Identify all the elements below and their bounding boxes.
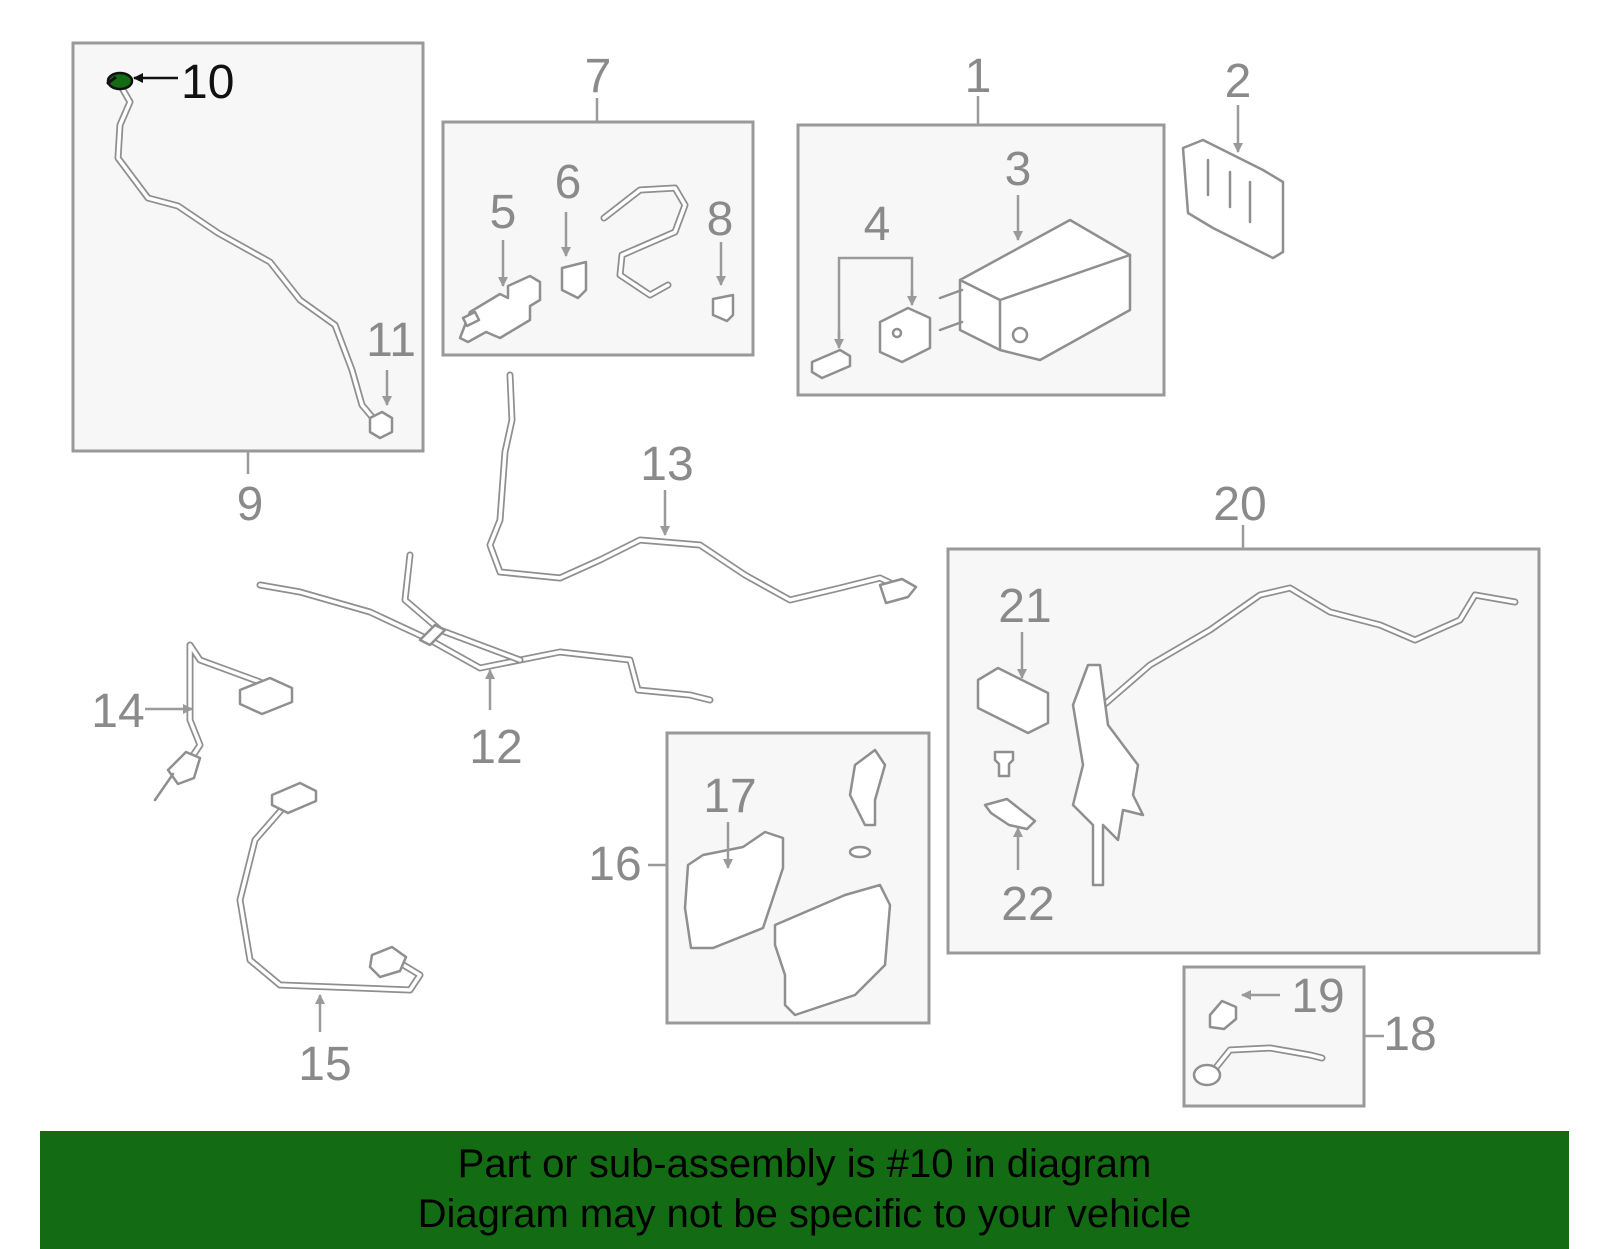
part-13-tube: [486, 371, 918, 605]
part-15-oxygen-sensor: [236, 781, 424, 994]
callout-13: 13: [640, 438, 693, 491]
part-2-bracket: [1181, 138, 1285, 260]
part-17-shield: [683, 830, 785, 950]
part-18-hose: [1192, 1044, 1326, 1087]
callout-10: 10: [181, 56, 234, 109]
callout-14: 14: [91, 685, 144, 738]
callout-11: 11: [366, 314, 416, 367]
callout-12: 12: [469, 721, 522, 774]
part-16-bracket: [773, 748, 892, 1017]
callout-5: 5: [490, 186, 517, 239]
part-10-fitting-highlighted: [106, 71, 134, 91]
part-8-clip: [711, 293, 735, 323]
part-6-clip: [560, 260, 588, 300]
banner-line-2: Diagram may not be specific to your vehi…: [417, 1192, 1192, 1236]
group-box-20: [946, 547, 1541, 955]
callout-9: 9: [237, 478, 264, 531]
part-7-hose: [600, 184, 689, 299]
part-20-harness: [1071, 584, 1519, 887]
part-3-canister: [938, 218, 1132, 362]
callout-3: 3: [1005, 143, 1032, 196]
callout-21: 21: [998, 580, 1051, 633]
part-22-clip: [983, 797, 1037, 831]
callout-18: 18: [1383, 1008, 1436, 1061]
part-4-valve: [810, 306, 932, 380]
callout-2: 2: [1225, 55, 1252, 108]
banner-line-1: Part or sub-assembly is #10 in diagram: [457, 1142, 1152, 1186]
part-21-bracket: [976, 666, 1050, 735]
callout-6: 6: [555, 156, 582, 209]
callout-4: 4: [864, 198, 891, 251]
part-14-oxygen-sensor: [153, 641, 294, 802]
part-12-harness: [256, 551, 714, 704]
callout-1: 1: [965, 50, 992, 103]
callout-20: 20: [1213, 478, 1266, 531]
info-banner: Part or sub-assembly is #10 in diagram D…: [40, 1131, 1569, 1249]
part-5-purge-valve: [458, 274, 542, 344]
leader-4: [837, 256, 914, 345]
part-9-vapor-tube: [114, 84, 394, 440]
part-bolt: [993, 750, 1015, 778]
callout-7: 7: [585, 50, 612, 103]
callout-19: 19: [1291, 970, 1344, 1023]
callout-22: 22: [1001, 878, 1054, 931]
part-19-clamp: [1208, 999, 1238, 1031]
callout-17: 17: [703, 770, 756, 823]
callout-15: 15: [298, 1038, 351, 1091]
callout-16: 16: [588, 838, 641, 891]
callout-8: 8: [707, 193, 734, 246]
